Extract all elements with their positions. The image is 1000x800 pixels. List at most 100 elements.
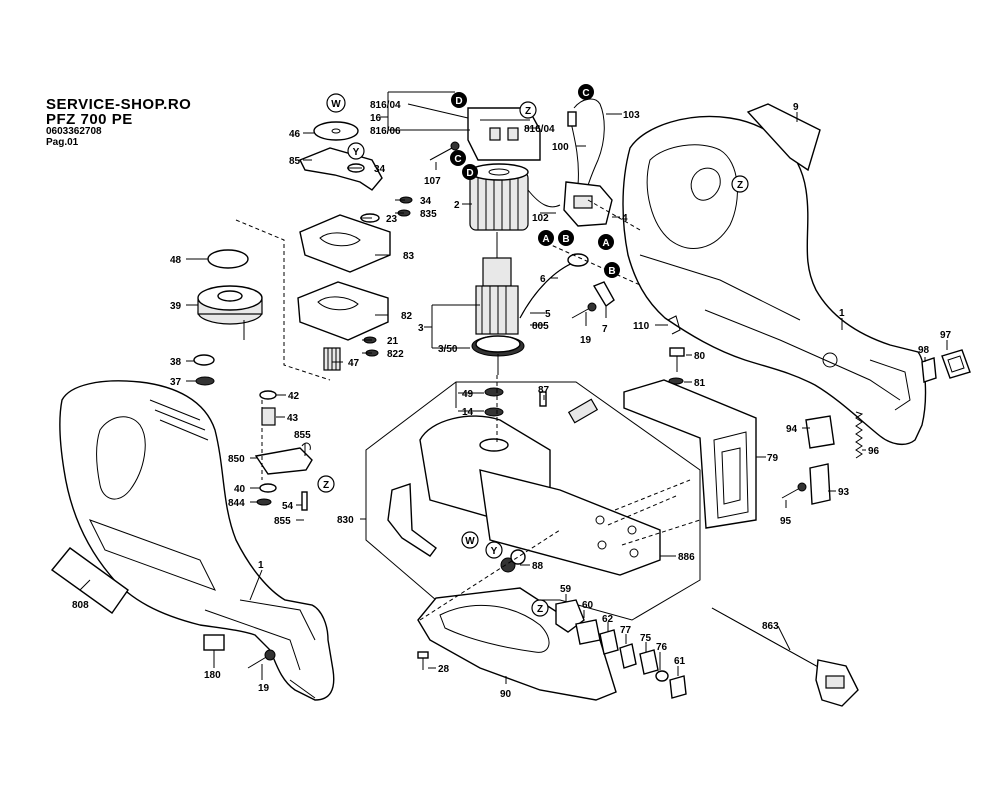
label-93: 93 — [838, 487, 850, 498]
svg-text:B: B — [562, 234, 569, 245]
label-39: 39 — [170, 301, 182, 312]
label-40: 40 — [234, 484, 246, 495]
screw-28 — [417, 651, 429, 670]
washer-81 — [668, 377, 684, 385]
label-98: 98 — [918, 345, 930, 356]
retaining-ring-48 — [207, 249, 249, 269]
label-47: 47 — [348, 358, 360, 369]
bracket-93 — [809, 463, 831, 505]
ring-37 — [195, 376, 215, 386]
marker-z-lever: Z — [317, 475, 335, 493]
label-79: 79 — [767, 453, 779, 464]
svg-text:Z: Z — [323, 480, 329, 491]
label-816-06: 816/06 — [370, 126, 401, 137]
washer-40 — [259, 483, 277, 493]
label-844: 844 — [228, 498, 245, 509]
label-90: 90 — [500, 689, 512, 700]
label-97: 97 — [940, 330, 952, 341]
label-850: 850 — [228, 454, 245, 465]
label-830: 830 — [337, 515, 354, 526]
label-835: 835 — [420, 209, 437, 220]
right-housing-shell — [622, 115, 927, 446]
label-3-50: 3/50 — [438, 344, 458, 355]
label-19a: 19 — [258, 683, 270, 694]
label-34b: 34 — [420, 196, 432, 207]
header-code: 0603362708 — [46, 126, 102, 137]
label-76: 76 — [656, 642, 668, 653]
leader-lines — [79, 91, 948, 684]
label-9: 9 — [793, 102, 799, 113]
cord-clamp-7 — [592, 281, 615, 308]
screw-19-mid — [571, 302, 597, 319]
wire-102 — [527, 189, 561, 208]
svg-text:D: D — [466, 168, 473, 179]
assembly-lines — [235, 199, 701, 621]
marker-z-motor: Z — [519, 101, 537, 119]
marker-c-top: C — [578, 84, 594, 100]
label-886: 886 — [678, 552, 695, 563]
label-60: 60 — [582, 600, 594, 611]
label-23: 23 — [386, 214, 398, 225]
label-19b: 19 — [580, 335, 592, 346]
header-page: Pag.01 — [46, 137, 79, 148]
label-863: 863 — [762, 621, 779, 632]
svg-text:B: B — [608, 266, 615, 277]
marker-z-bottom: Z — [531, 599, 549, 617]
label-110: 110 — [633, 321, 650, 332]
label-107: 107 — [424, 176, 441, 187]
label-6: 6 — [540, 274, 546, 285]
label-855a: 855 — [294, 430, 311, 441]
marker-y-bottom: Y — [485, 541, 503, 559]
header-model: PFZ 700 PE — [46, 111, 133, 128]
lever-850 — [254, 447, 313, 475]
switch-4 — [563, 181, 613, 227]
clip-110 — [667, 315, 681, 335]
svg-text:A: A — [602, 238, 609, 249]
label-43: 43 — [287, 413, 299, 424]
label-102: 102 — [532, 213, 549, 224]
label-180 — [203, 634, 225, 651]
screw-19-left — [247, 649, 276, 669]
marker-w-bottom: W — [461, 531, 479, 549]
label-42: 42 — [288, 391, 300, 402]
part-61 — [669, 675, 687, 699]
part-number-labels: 46 85 34 34 835 23 83 82 21 822 47 48 39… — [72, 100, 952, 700]
label-94: 94 — [786, 424, 798, 435]
brush-holder-16 — [467, 107, 541, 161]
svg-text:Z: Z — [525, 106, 531, 117]
label-49: 49 — [462, 389, 474, 400]
label-77: 77 — [620, 625, 632, 636]
label-816-04a: 816/04 — [370, 100, 401, 111]
label-81: 81 — [694, 378, 706, 389]
label-54: 54 — [282, 501, 294, 512]
label-180: 180 — [204, 670, 221, 681]
washer-42 — [259, 390, 277, 400]
svg-text:W: W — [331, 99, 341, 110]
ring-844 — [256, 498, 272, 506]
label-38: 38 — [170, 357, 182, 368]
gearbox-frame — [365, 381, 701, 621]
marker-z-right: Z — [731, 175, 749, 193]
slider-94 — [805, 415, 835, 449]
marker-c-left: C — [450, 150, 466, 166]
pin-54 — [301, 491, 308, 511]
part-62 — [599, 629, 619, 655]
label-816-04b: 816/04 — [524, 124, 555, 135]
label-80: 80 — [694, 351, 706, 362]
label-805: 805 — [532, 321, 549, 332]
svg-text:Y: Y — [491, 546, 498, 557]
gear-39 — [197, 285, 263, 340]
plate-85 — [299, 147, 383, 191]
ring-49 — [484, 387, 504, 397]
svg-text:W: W — [465, 536, 475, 547]
holder-83 — [299, 214, 391, 273]
armature-3 — [471, 232, 525, 375]
clamp-88 — [500, 549, 526, 573]
washer-38 — [193, 354, 215, 366]
power-cord-6 — [519, 253, 589, 319]
left-housing-shell — [59, 380, 335, 701]
svg-text:A: A — [542, 234, 549, 245]
label-855b: 855 — [274, 516, 291, 527]
label-5: 5 — [545, 309, 551, 320]
label-61: 61 — [674, 656, 686, 667]
